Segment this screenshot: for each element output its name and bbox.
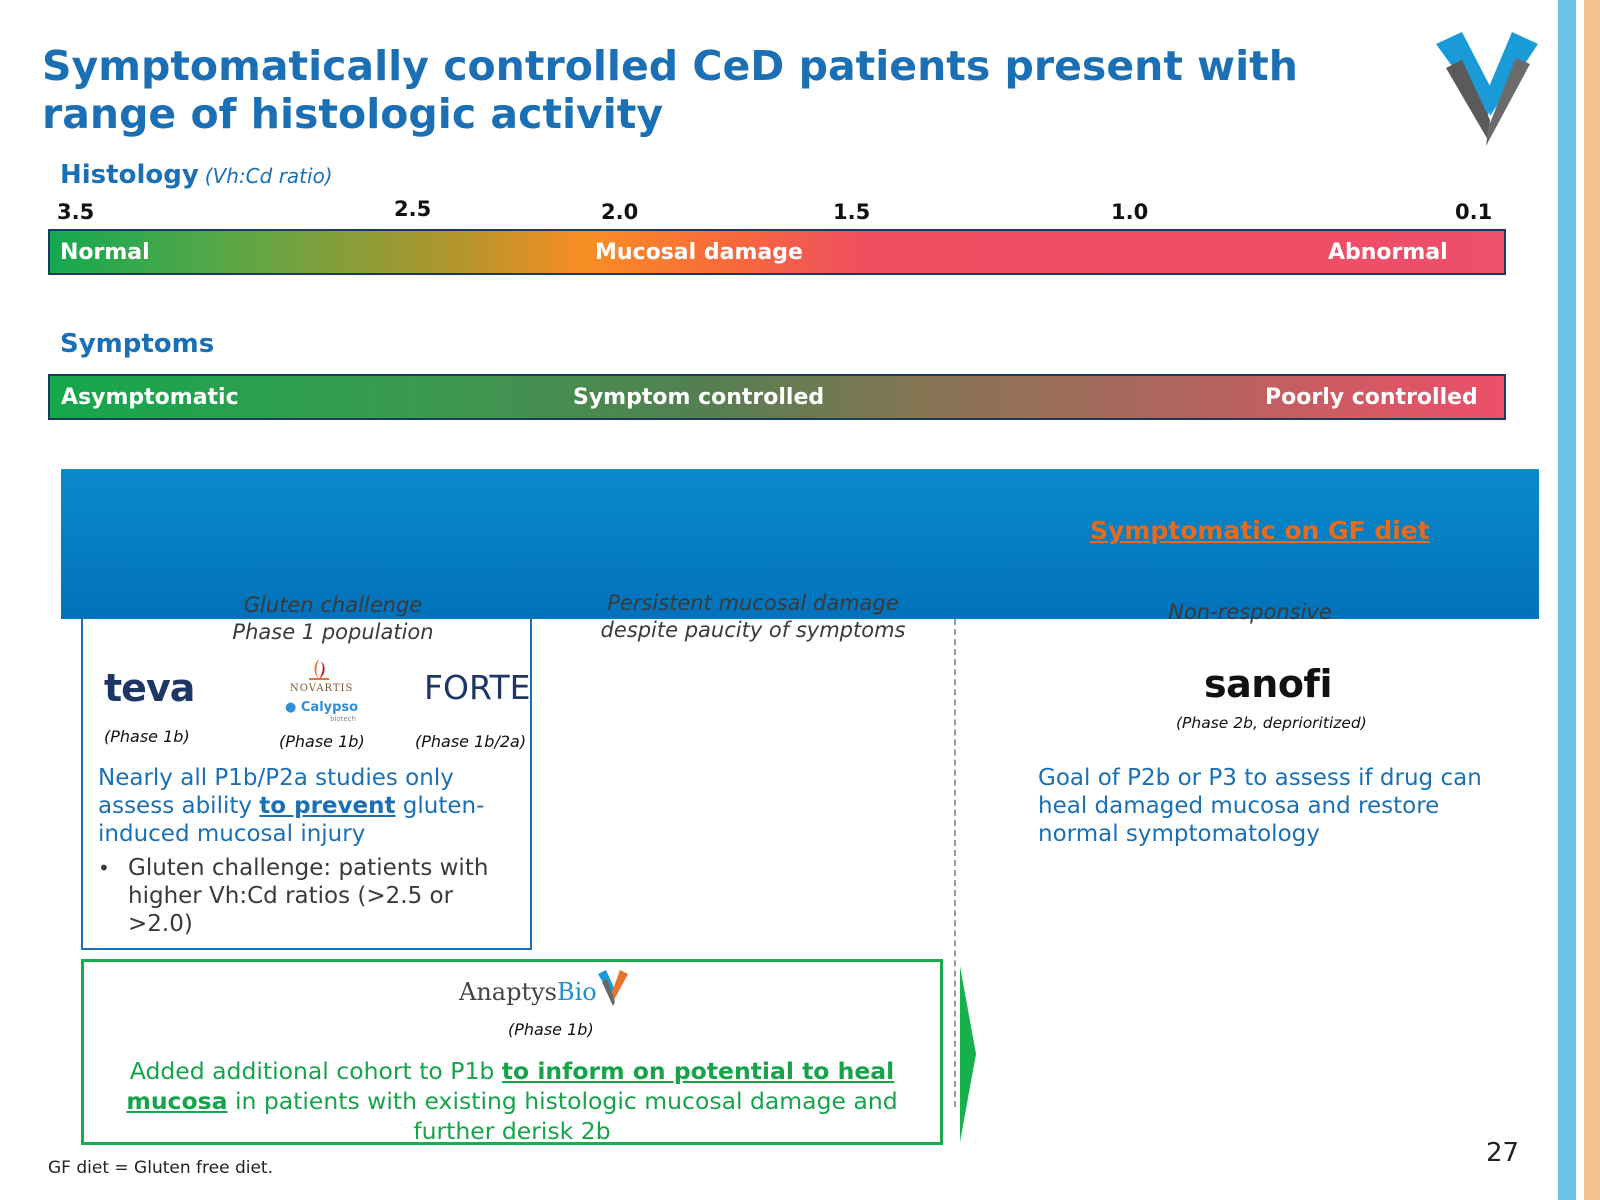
- bar-label-normal: Normal: [60, 240, 150, 265]
- novartis-flame-icon: [309, 659, 329, 680]
- tick-label: 3.5: [57, 200, 95, 224]
- anaptysbio-phase: (Phase 1b): [508, 1020, 594, 1039]
- tick-label: 1.5: [833, 200, 871, 224]
- tick-label: 2.5: [394, 197, 432, 221]
- gluten-challenge-box: [81, 616, 532, 950]
- right-column-text: Goal of P2b or P3 to assess if drug can …: [1038, 765, 1482, 847]
- column-divider: [954, 619, 956, 1107]
- bar-label-poorly-controlled: Poorly controlled: [1265, 385, 1478, 410]
- histology-gradient-bar: Normal Mucosal damage Abnormal: [48, 229, 1506, 275]
- sanofi-phase: (Phase 2b, deprioritized): [1176, 714, 1367, 732]
- anaptysbio-box: [81, 959, 943, 1145]
- symptoms-heading: Symptoms: [60, 329, 215, 359]
- edge-stripe-orange: [1584, 0, 1600, 1200]
- sanofi-logo: sanofi: [1204, 662, 1332, 706]
- bullet-text: Gluten challenge: patients with higher V…: [128, 855, 489, 937]
- left-column-caption: Gluten challenge Phase 1 population: [232, 593, 434, 644]
- bar-label-mucosal-damage: Mucosal damage: [595, 240, 803, 265]
- bar-label-asymptomatic: Asymptomatic: [61, 385, 239, 410]
- calypso-subtitle: biotech: [330, 715, 357, 723]
- forte-logo: FORTE: [424, 668, 531, 707]
- novartis-logo: NOVARTIS: [290, 683, 354, 694]
- anaptysbio-logo: AnaptysBio: [459, 978, 597, 1006]
- novartis-phase: (Phase 1b): [279, 732, 365, 751]
- bar-label-symptom-controlled: Symptom controlled: [573, 385, 825, 410]
- middle-column-caption: Persistent mucosal damage despite paucit…: [600, 591, 906, 642]
- teva-logo: teva: [104, 666, 195, 710]
- footnote: GF diet = Gluten free diet.: [48, 1158, 273, 1178]
- bar-label-abnormal: Abnormal: [1328, 240, 1448, 265]
- right-arrow-icon: [960, 966, 976, 1142]
- right-column-caption: Non-responsive: [1168, 600, 1332, 624]
- category-band: [61, 469, 1539, 619]
- forte-phase: (Phase 1b/2a): [415, 732, 527, 751]
- calypso-logo: ● Calypso: [285, 700, 359, 715]
- edge-stripe-blue: [1558, 0, 1576, 1200]
- bullet-icon: •: [98, 856, 110, 880]
- page-title: Symptomatically controlled CeD patients …: [42, 42, 1298, 138]
- company-logo-icon: [1436, 32, 1538, 146]
- histology-heading: Histology(Vh:Cd ratio): [60, 160, 333, 190]
- tick-label: 2.0: [601, 200, 639, 224]
- anaptysbio-mark-icon: [598, 970, 628, 1006]
- tick-label: 0.1: [1455, 200, 1493, 224]
- tick-label: 1.0: [1111, 200, 1149, 224]
- anaptysbio-text: Added additional cohort to P1b to inform…: [126, 1057, 898, 1145]
- left-box-text: Nearly all P1b/P2a studies only assess a…: [98, 765, 485, 847]
- teva-phase: (Phase 1b): [104, 727, 190, 746]
- symptoms-gradient-bar: Asymptomatic Symptom controlled Poorly c…: [48, 374, 1506, 420]
- page-number: 27: [1486, 1138, 1520, 1168]
- symptomatic-gf-diet-link[interactable]: Symptomatic on GF diet: [1090, 516, 1430, 545]
